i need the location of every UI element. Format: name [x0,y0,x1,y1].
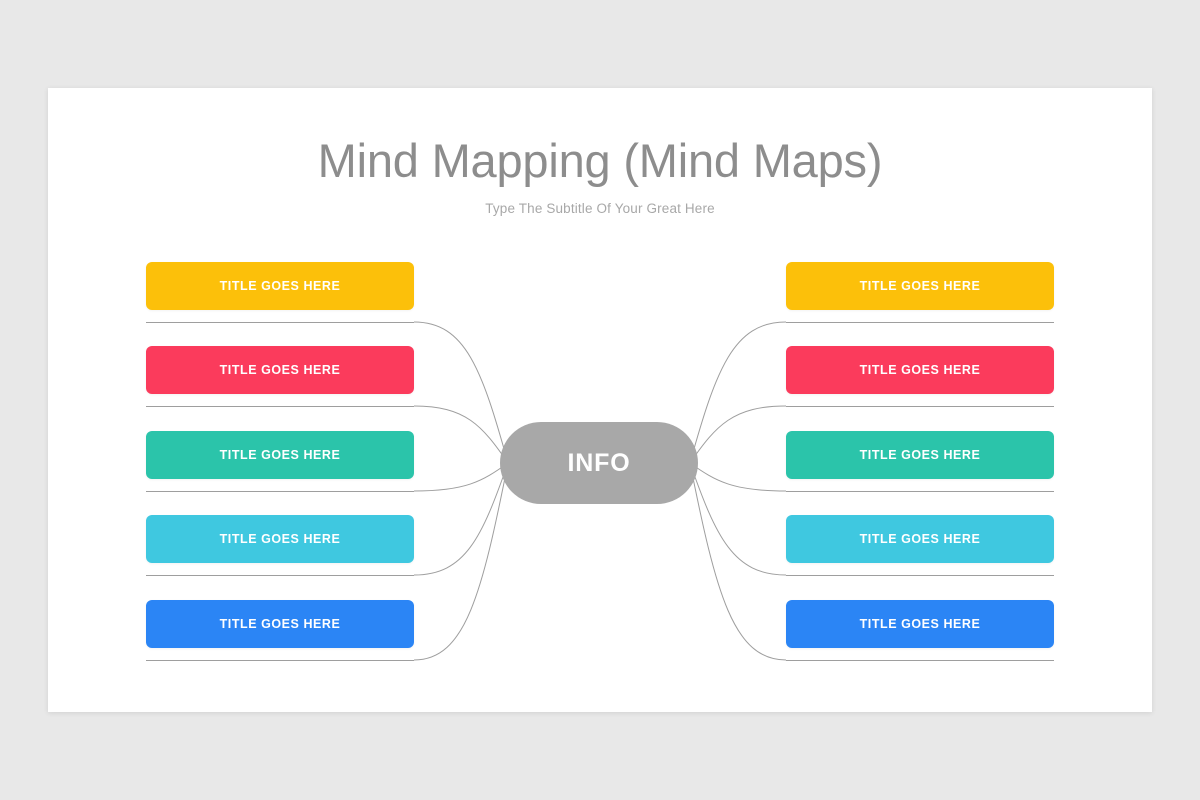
branch-left-5[interactable]: TITLE GOES HERE [146,600,414,661]
branch-box[interactable]: TITLE GOES HERE [786,600,1054,648]
branch-right-3[interactable]: TITLE GOES HERE [786,431,1054,492]
branch-label: TITLE GOES HERE [859,617,981,631]
branch-underline [146,406,414,407]
branch-label: TITLE GOES HERE [859,532,981,546]
branch-box[interactable]: TITLE GOES HERE [786,346,1054,394]
branch-label: TITLE GOES HERE [219,279,341,293]
slide-header: Mind Mapping (Mind Maps) Type The Subtit… [48,88,1152,216]
branch-underline [786,491,1054,492]
branch-box[interactable]: TITLE GOES HERE [786,431,1054,479]
branch-label: TITLE GOES HERE [219,363,341,377]
connector-right-3 [689,462,787,492]
connector-right-1 [689,321,787,464]
connector-right-4 [689,462,787,576]
branch-label: TITLE GOES HERE [219,532,341,546]
branch-box[interactable]: TITLE GOES HERE [146,600,414,648]
slide-canvas: Mind Mapping (Mind Maps) Type The Subtit… [48,88,1152,712]
branch-underline [786,575,1054,576]
branch-underline [786,660,1054,661]
branch-underline [146,660,414,661]
branch-right-4[interactable]: TITLE GOES HERE [786,515,1054,576]
branch-left-2[interactable]: TITLE GOES HERE [146,346,414,407]
branch-label: TITLE GOES HERE [219,617,341,631]
connector-left-1 [413,321,509,464]
branch-box[interactable]: TITLE GOES HERE [146,431,414,479]
branch-left-4[interactable]: TITLE GOES HERE [146,515,414,576]
branch-underline [146,322,414,323]
page-title: Mind Mapping (Mind Maps) [317,134,883,187]
branch-box[interactable]: TITLE GOES HERE [786,515,1054,563]
branch-right-5[interactable]: TITLE GOES HERE [786,600,1054,661]
connector-left-4 [413,462,509,576]
connector-left-5 [413,462,509,661]
branch-underline [786,322,1054,323]
branch-left-3[interactable]: TITLE GOES HERE [146,431,414,492]
connector-right-5 [689,462,787,661]
branch-underline [786,406,1054,407]
connector-right-2 [689,405,787,464]
page-subtitle: Type The Subtitle Of Your Great Here [485,200,715,216]
branch-label: TITLE GOES HERE [859,448,981,462]
connector-left-2 [413,405,509,464]
branch-left-1[interactable]: TITLE GOES HERE [146,262,414,323]
branch-box[interactable]: TITLE GOES HERE [146,346,414,394]
branch-label: TITLE GOES HERE [219,448,341,462]
branch-label: TITLE GOES HERE [859,279,981,293]
branch-box[interactable]: TITLE GOES HERE [786,262,1054,310]
branch-right-1[interactable]: TITLE GOES HERE [786,262,1054,323]
branch-box[interactable]: TITLE GOES HERE [146,515,414,563]
center-node[interactable]: INFO [500,422,698,504]
center-node-label: INFO [567,448,631,477]
branch-underline [146,575,414,576]
branch-box[interactable]: TITLE GOES HERE [146,262,414,310]
connector-left-3 [413,462,509,492]
branch-right-2[interactable]: TITLE GOES HERE [786,346,1054,407]
branch-label: TITLE GOES HERE [859,363,981,377]
branch-underline [146,491,414,492]
